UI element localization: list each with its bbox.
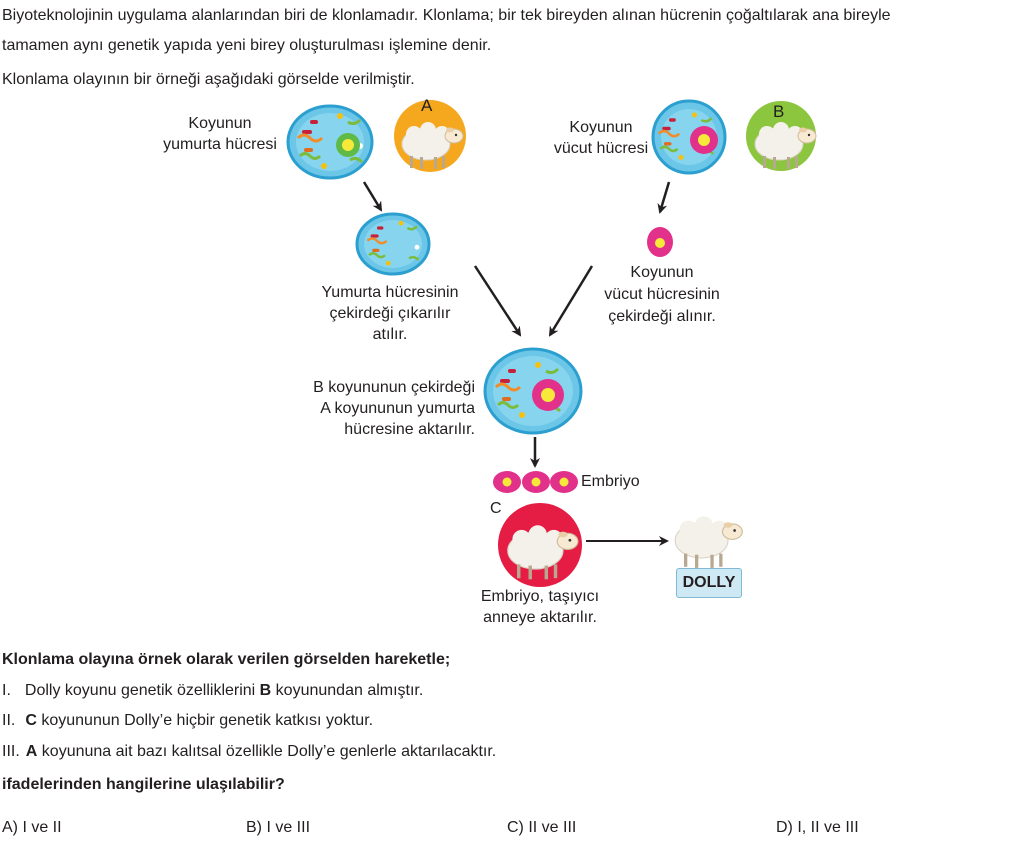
statement-2-number: II. [2, 712, 16, 729]
option-d[interactable]: D) I, II ve III [776, 819, 859, 836]
surrogate-label-1: Embriyo, taşıyıcı [480, 588, 600, 605]
arrow-right-to-fused [548, 265, 594, 337]
body-cell-icon [651, 99, 727, 175]
option-b[interactable]: B) I ve III [246, 819, 311, 836]
statement-1-bold: B [259, 682, 272, 699]
dolly-sheep-icon [674, 515, 743, 569]
enucleated-label-2: çekirdeği çıkarılır [329, 305, 451, 322]
statement-1-text: Dolly koyunu genetik özelliklerini [24, 682, 260, 699]
sheep-a-label: A [421, 96, 433, 115]
statement-3: III. A koyununa ait bazı kalıtsal özellik… [2, 742, 496, 762]
option-a[interactable]: A) I ve II [2, 819, 62, 836]
sheep-c-icon [498, 503, 582, 587]
sheep-a-icon [394, 100, 466, 172]
arrow-body-to-nucleus [657, 181, 671, 214]
egg-label-2: yumurta hücresi [163, 136, 277, 153]
sheep-b-icon [746, 101, 817, 171]
question-prompt: ifadelerinden hangilerine ulaşılabilir? [2, 776, 285, 793]
nucleus-label-1: Koyunun [630, 264, 694, 281]
nucleus-icon [647, 227, 673, 257]
body-label-1: Koyunun [569, 119, 633, 136]
transfer-label-2: A koyununun yumurta [320, 400, 475, 417]
statement-1-number: I. [2, 682, 11, 699]
arrow-left-to-fused [473, 265, 522, 337]
enucleated-label-1: Yumurta hücresinin [321, 284, 459, 301]
egg-label-1: Koyunun [188, 115, 252, 132]
statement-1: I. Dolly koyunu genetik özelliklerini B k… [2, 681, 423, 701]
enucleated-egg-icon [355, 212, 431, 276]
egg-cell-icon [286, 104, 374, 180]
option-c[interactable]: C) II ve III [507, 819, 577, 836]
transfer-label-1: B koyununun çekirdeği [313, 379, 475, 396]
statement-2: II. C koyununun Dolly’e hiçbir genetik ka… [2, 711, 373, 731]
fused-cell-icon [483, 347, 583, 435]
nucleus-label-3: çekirdeği alınır. [608, 308, 716, 325]
body-label-2: vücut hücresi [553, 140, 649, 157]
question-stem: Klonlama olayına örnek olarak verilen gö… [2, 651, 451, 668]
intro-line-2: tamamen aynı genetik yapıda yeni birey o… [2, 37, 492, 54]
nucleus-label-2: vücut hücresinin [604, 286, 720, 303]
statement-2-rest: koyununun Dolly’e hiçbir genetik katkısı… [36, 712, 374, 729]
embryo-icon [493, 471, 578, 493]
statement-1-rest: koyunundan almıştır. [271, 682, 424, 699]
intro-line-1: Biyoteknolojinin uygulama alanlarından b… [2, 7, 891, 24]
sheep-c-label: C [490, 500, 502, 517]
enucleated-label-3: atılır. [372, 326, 408, 343]
dolly-badge: DOLLY [676, 568, 742, 598]
surrogate-label-2: anneye aktarılır. [483, 609, 597, 626]
statement-3-bold: A [25, 743, 38, 760]
sheep-b-label: B [773, 102, 785, 121]
embryo-label: Embriyo [581, 473, 640, 490]
intro-line-3: Klonlama olayının bir örneği aşağıdaki g… [2, 71, 415, 88]
statement-3-number: III. [2, 743, 20, 760]
statement-3-rest: koyununa ait bazı kalıtsal özellikle Dol… [37, 743, 497, 760]
statement-2-bold: C [25, 712, 37, 729]
arrow-egg-to-enucleated [362, 181, 383, 212]
transfer-label-3: hücresine aktarılır. [344, 421, 475, 438]
